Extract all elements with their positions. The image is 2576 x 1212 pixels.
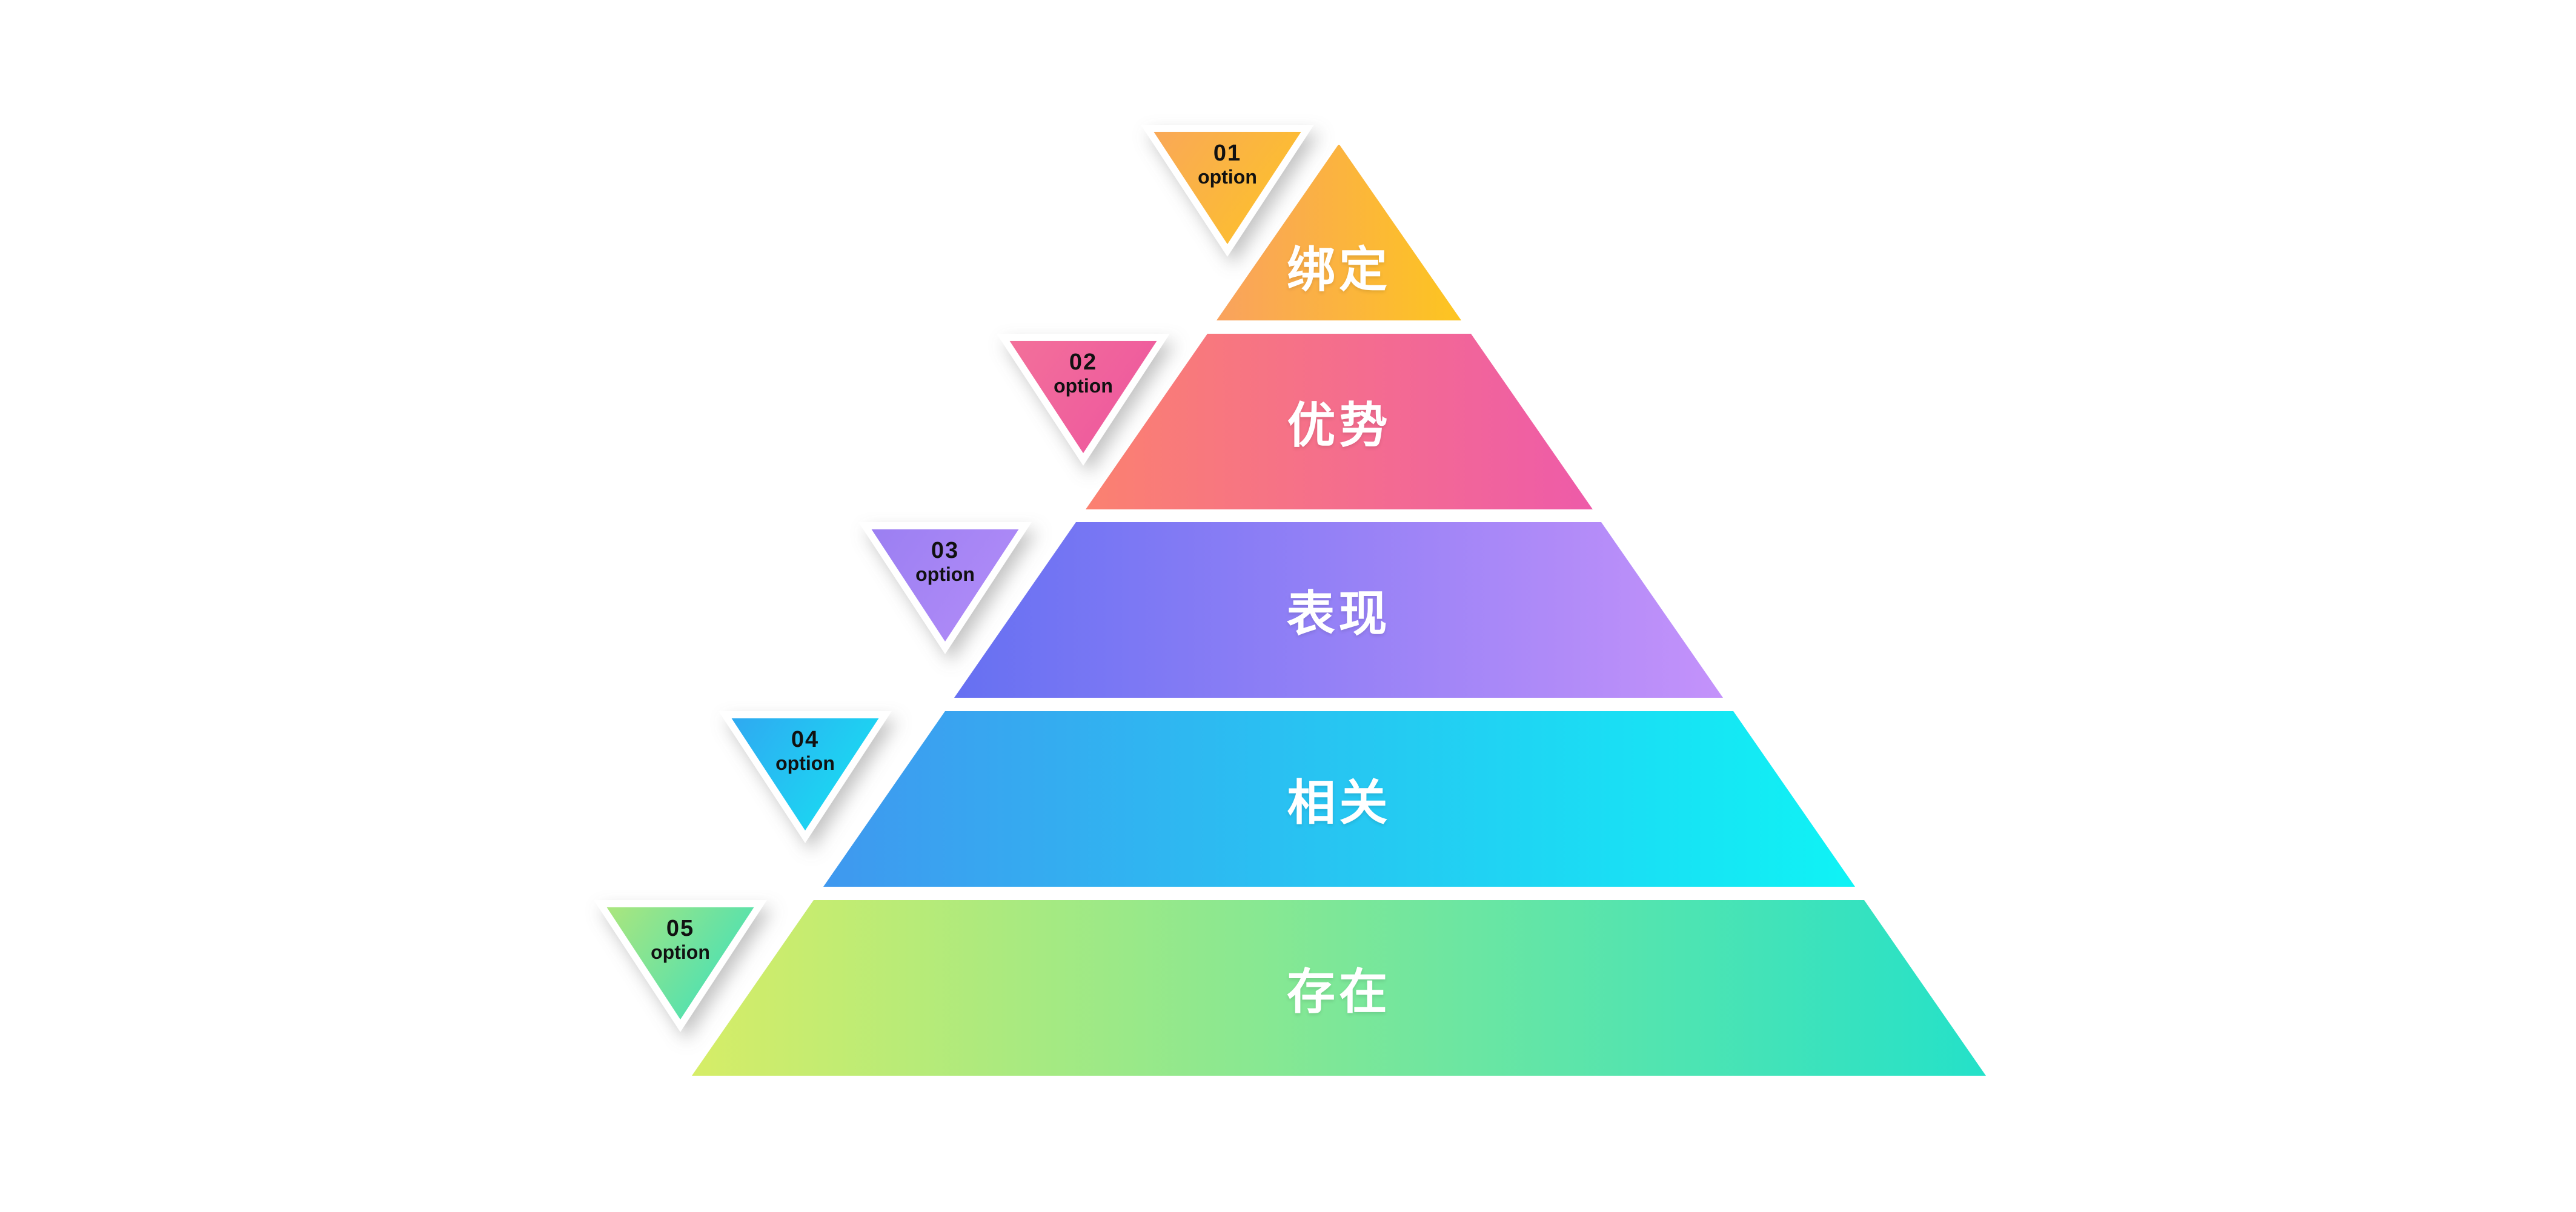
- badge-number: 04: [791, 727, 820, 752]
- option-badge-5: 05 option: [594, 900, 767, 1032]
- pyramid-level-2-label: 优势: [1287, 399, 1392, 452]
- badge-option-label: option: [1198, 165, 1257, 188]
- option-badge-2: 02 option: [997, 334, 1170, 466]
- badge-text: 02 option: [997, 349, 1170, 397]
- badge-option-label: option: [651, 941, 710, 963]
- badge-number: 01: [1213, 141, 1242, 166]
- badge-text: 03 option: [858, 538, 1032, 585]
- pyramid-level-5: 存在: [692, 900, 1986, 1076]
- badge-option-label: option: [775, 752, 835, 774]
- pyramid-level-4-label: 相关: [1287, 776, 1392, 830]
- badge-text: 05 option: [594, 916, 767, 963]
- badge-number: 05: [666, 916, 695, 941]
- option-badge-4: 04 option: [719, 711, 892, 843]
- badge-option-label: option: [1054, 374, 1113, 397]
- pyramid-level-3: 表现: [954, 522, 1723, 698]
- pyramid-level-5-label: 存在: [1287, 965, 1391, 1019]
- pyramid-level-3-label: 表现: [1286, 587, 1391, 641]
- option-badge-1: 01 option: [1141, 125, 1314, 257]
- badge-text: 04 option: [719, 727, 892, 774]
- pyramid-level-1-label: 绑定: [1287, 243, 1391, 297]
- badge-option-label: option: [915, 563, 975, 585]
- badge-number: 02: [1069, 349, 1098, 375]
- option-badge-3: 03 option: [858, 522, 1032, 654]
- badge-number: 03: [931, 538, 960, 563]
- badge-text: 01 option: [1141, 141, 1314, 188]
- pyramid-level-4: 相关: [823, 711, 1855, 887]
